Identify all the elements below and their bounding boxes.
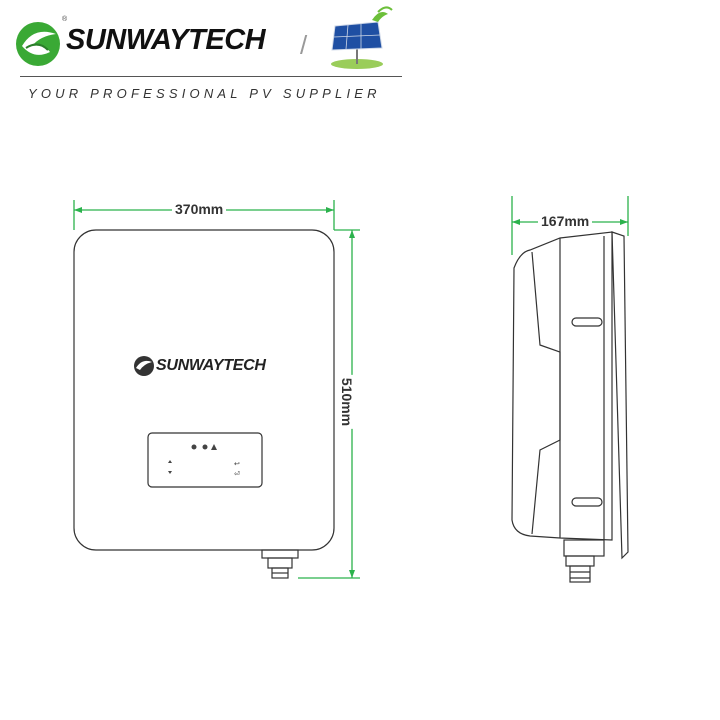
width-label: 370mm: [172, 201, 227, 217]
side-connector-gland: [569, 565, 591, 583]
brand-name: SUNWAYTECH: [66, 24, 266, 56]
led-icon: [202, 444, 208, 450]
enter-icon: ⏎: [234, 470, 240, 478]
header-rule: [20, 76, 402, 77]
warning-icon: [211, 444, 217, 450]
display-panel: [147, 432, 263, 488]
height-label: 510mm: [339, 374, 356, 430]
sunwaytech-logo-icon: [16, 6, 393, 69]
connector-body: [267, 557, 293, 569]
registered-mark: ®: [62, 16, 68, 23]
handle-top: [571, 317, 603, 327]
display-indicators: ↩ ⏎: [168, 444, 240, 478]
return-icon: ↩: [234, 460, 240, 468]
device-logo-text: SUNWAYTECH: [156, 357, 266, 374]
connector-top: [261, 549, 299, 559]
led-icon: [191, 444, 197, 450]
solar-panel-icon: [331, 6, 393, 69]
depth-label: 167mm: [538, 213, 593, 229]
handle-bottom: [571, 497, 603, 507]
header: ® SUNWAYTECH / YOUR PROFESSIONAL PV SUPP…: [0, 0, 720, 110]
inverter-side-body: [511, 231, 613, 541]
down-arrow-icon: [168, 471, 172, 474]
side-view: [511, 231, 629, 583]
inverter-front-body: [73, 229, 335, 551]
tagline: YOUR PROFESSIONAL PV SUPPLIER: [28, 86, 381, 101]
up-arrow-icon: [168, 460, 172, 463]
wall-bracket: [611, 231, 629, 560]
header-divider: /: [300, 30, 308, 60]
front-view: [73, 229, 335, 579]
side-connector-body: [565, 555, 595, 567]
device-logo-icon: [134, 356, 154, 376]
side-connector-block: [563, 539, 605, 557]
